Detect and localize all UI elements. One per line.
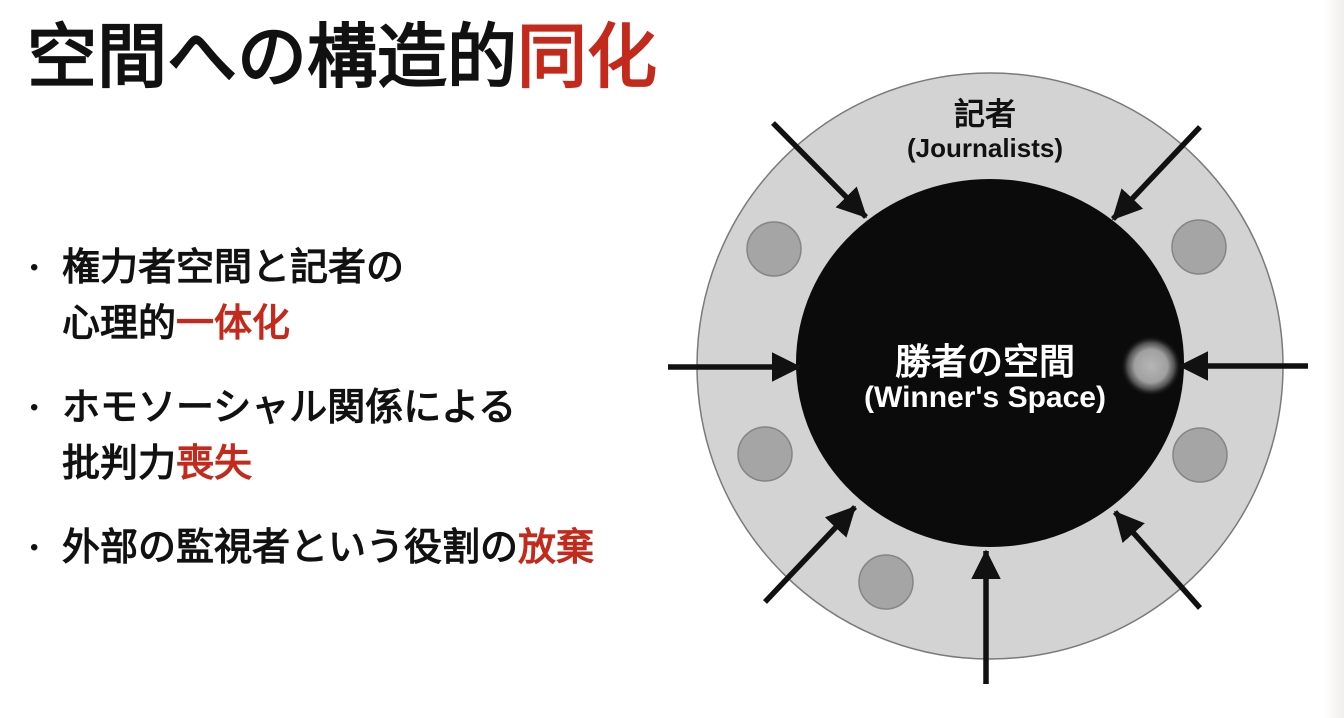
inward-arrow [1112, 510, 1203, 610]
bullet-item: • ホモソーシャル関係による批判力喪失 [30, 380, 660, 492]
inward-arrow [771, 121, 868, 219]
inner-label-en: (Winner's Space) [864, 381, 1106, 414]
bullet-item: • 外部の監視者という役割の放棄 [30, 520, 660, 576]
inward-arrow [1111, 125, 1202, 221]
journalist-dot [746, 221, 802, 277]
outer-label-en: (Journalists) [907, 133, 1063, 163]
inner-label-ja: 勝者の空間 [895, 341, 1075, 382]
bullet-marker-icon: • [30, 254, 39, 281]
journalist-dot [1172, 427, 1228, 483]
inward-arrow [763, 505, 857, 604]
slide-edge-strip [1324, 0, 1344, 718]
journalist-dot [1171, 219, 1227, 275]
bullet-text: 外部の監視者という役割の放棄 [62, 527, 595, 569]
outer-label-ja: 記者 [954, 97, 1016, 132]
page-title: 空間への構造的同化 [27, 18, 657, 96]
bullet-marker-icon: • [30, 534, 39, 561]
bullet-item: • 権力者空間と記者の心理的一体化 [30, 240, 660, 352]
journalist-dot [858, 554, 914, 610]
winners-space-circle [796, 179, 1184, 547]
bullet-text: ホモソーシャル関係による批判力喪失 [62, 387, 517, 485]
absorbed-journalist-dot [1121, 336, 1181, 396]
bullet-marker-icon: • [30, 394, 39, 421]
title-segment: 同化 [517, 18, 657, 96]
title-segment: 空間への構造的 [27, 18, 517, 96]
bullet-list: • 権力者空間と記者の心理的一体化 • ホモソーシャル関係による批判力喪失 • 外部の監視… [30, 240, 660, 604]
bullet-text: 権力者空間と記者の心理的一体化 [62, 247, 405, 345]
journalist-dot [737, 426, 793, 482]
